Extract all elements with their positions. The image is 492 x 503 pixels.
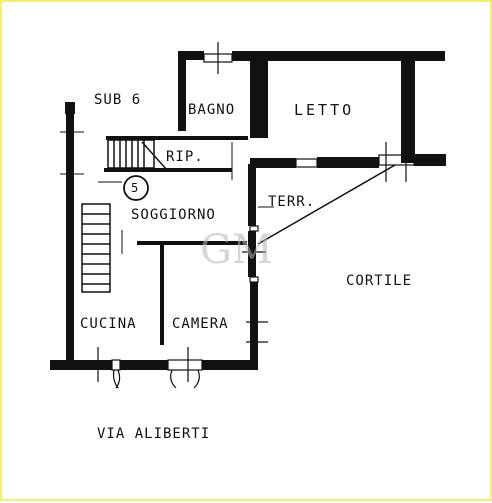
street-label: VIA ALIBERTI [97,426,211,442]
room-label-cucina: CUCINA [80,316,137,332]
wall-bottom-mid [120,360,168,370]
upper-stairs-diagonal [141,141,168,171]
wall-bottom-left [50,360,112,370]
wall-top-letto [232,51,445,61]
wall-soggiorno-terrace [248,164,256,226]
wall-right-lower [250,282,258,367]
wall-rip-bottom [104,168,232,172]
wall-bagno-letto [250,51,268,138]
wall-cucina-camera [160,245,164,345]
room-label-camera: CAMERA [172,316,229,332]
upper-stairs-outline [107,139,155,169]
wall-left-main [66,114,74,364]
window-cucina-shutter [112,369,121,389]
room-label-ripostiglio: RIP. [166,149,204,165]
window-camera [167,359,203,371]
window-cucina [111,359,121,371]
wall-rip-top [106,136,248,140]
window-right [249,276,259,283]
left-stairs-outline [81,203,111,293]
wall-soggiorno-kitchen [137,241,247,245]
tick-marks [60,131,274,254]
room-label-letto: LETTO [294,101,355,119]
window-terrace-left [295,158,318,168]
watermark-logo: GM [200,227,273,273]
door-soggiorno [249,225,259,232]
wall-top-bagno [178,51,204,60]
terrace-railing [257,164,396,245]
upper-stairs [107,139,168,171]
wall-bagno-left [178,51,186,131]
openings [97,42,415,389]
walls [50,51,446,370]
wall-right-mid [248,231,256,277]
door-terrace-right [378,154,415,166]
wall-left-top-stub [65,102,75,114]
wall-letto-right [401,51,415,163]
wall-terrace-top-right [414,154,446,166]
unit-number: 5 [131,181,139,195]
room-label-terrazzo: TERR. [268,194,316,210]
unit-number-circle [123,175,149,201]
window-camera-shutter [170,369,200,389]
wall-terrace-top-left [250,158,296,168]
unit-label: SUB 6 [94,92,142,108]
left-stairs [81,203,111,293]
courtyard-label: CORTILE [346,273,413,289]
wall-bottom-right [202,360,258,370]
room-label-bagno: BAGNO [188,102,236,118]
room-label-soggiorno: SOGGIORNO [131,207,216,223]
wall-terrace-top-mid [317,157,379,168]
